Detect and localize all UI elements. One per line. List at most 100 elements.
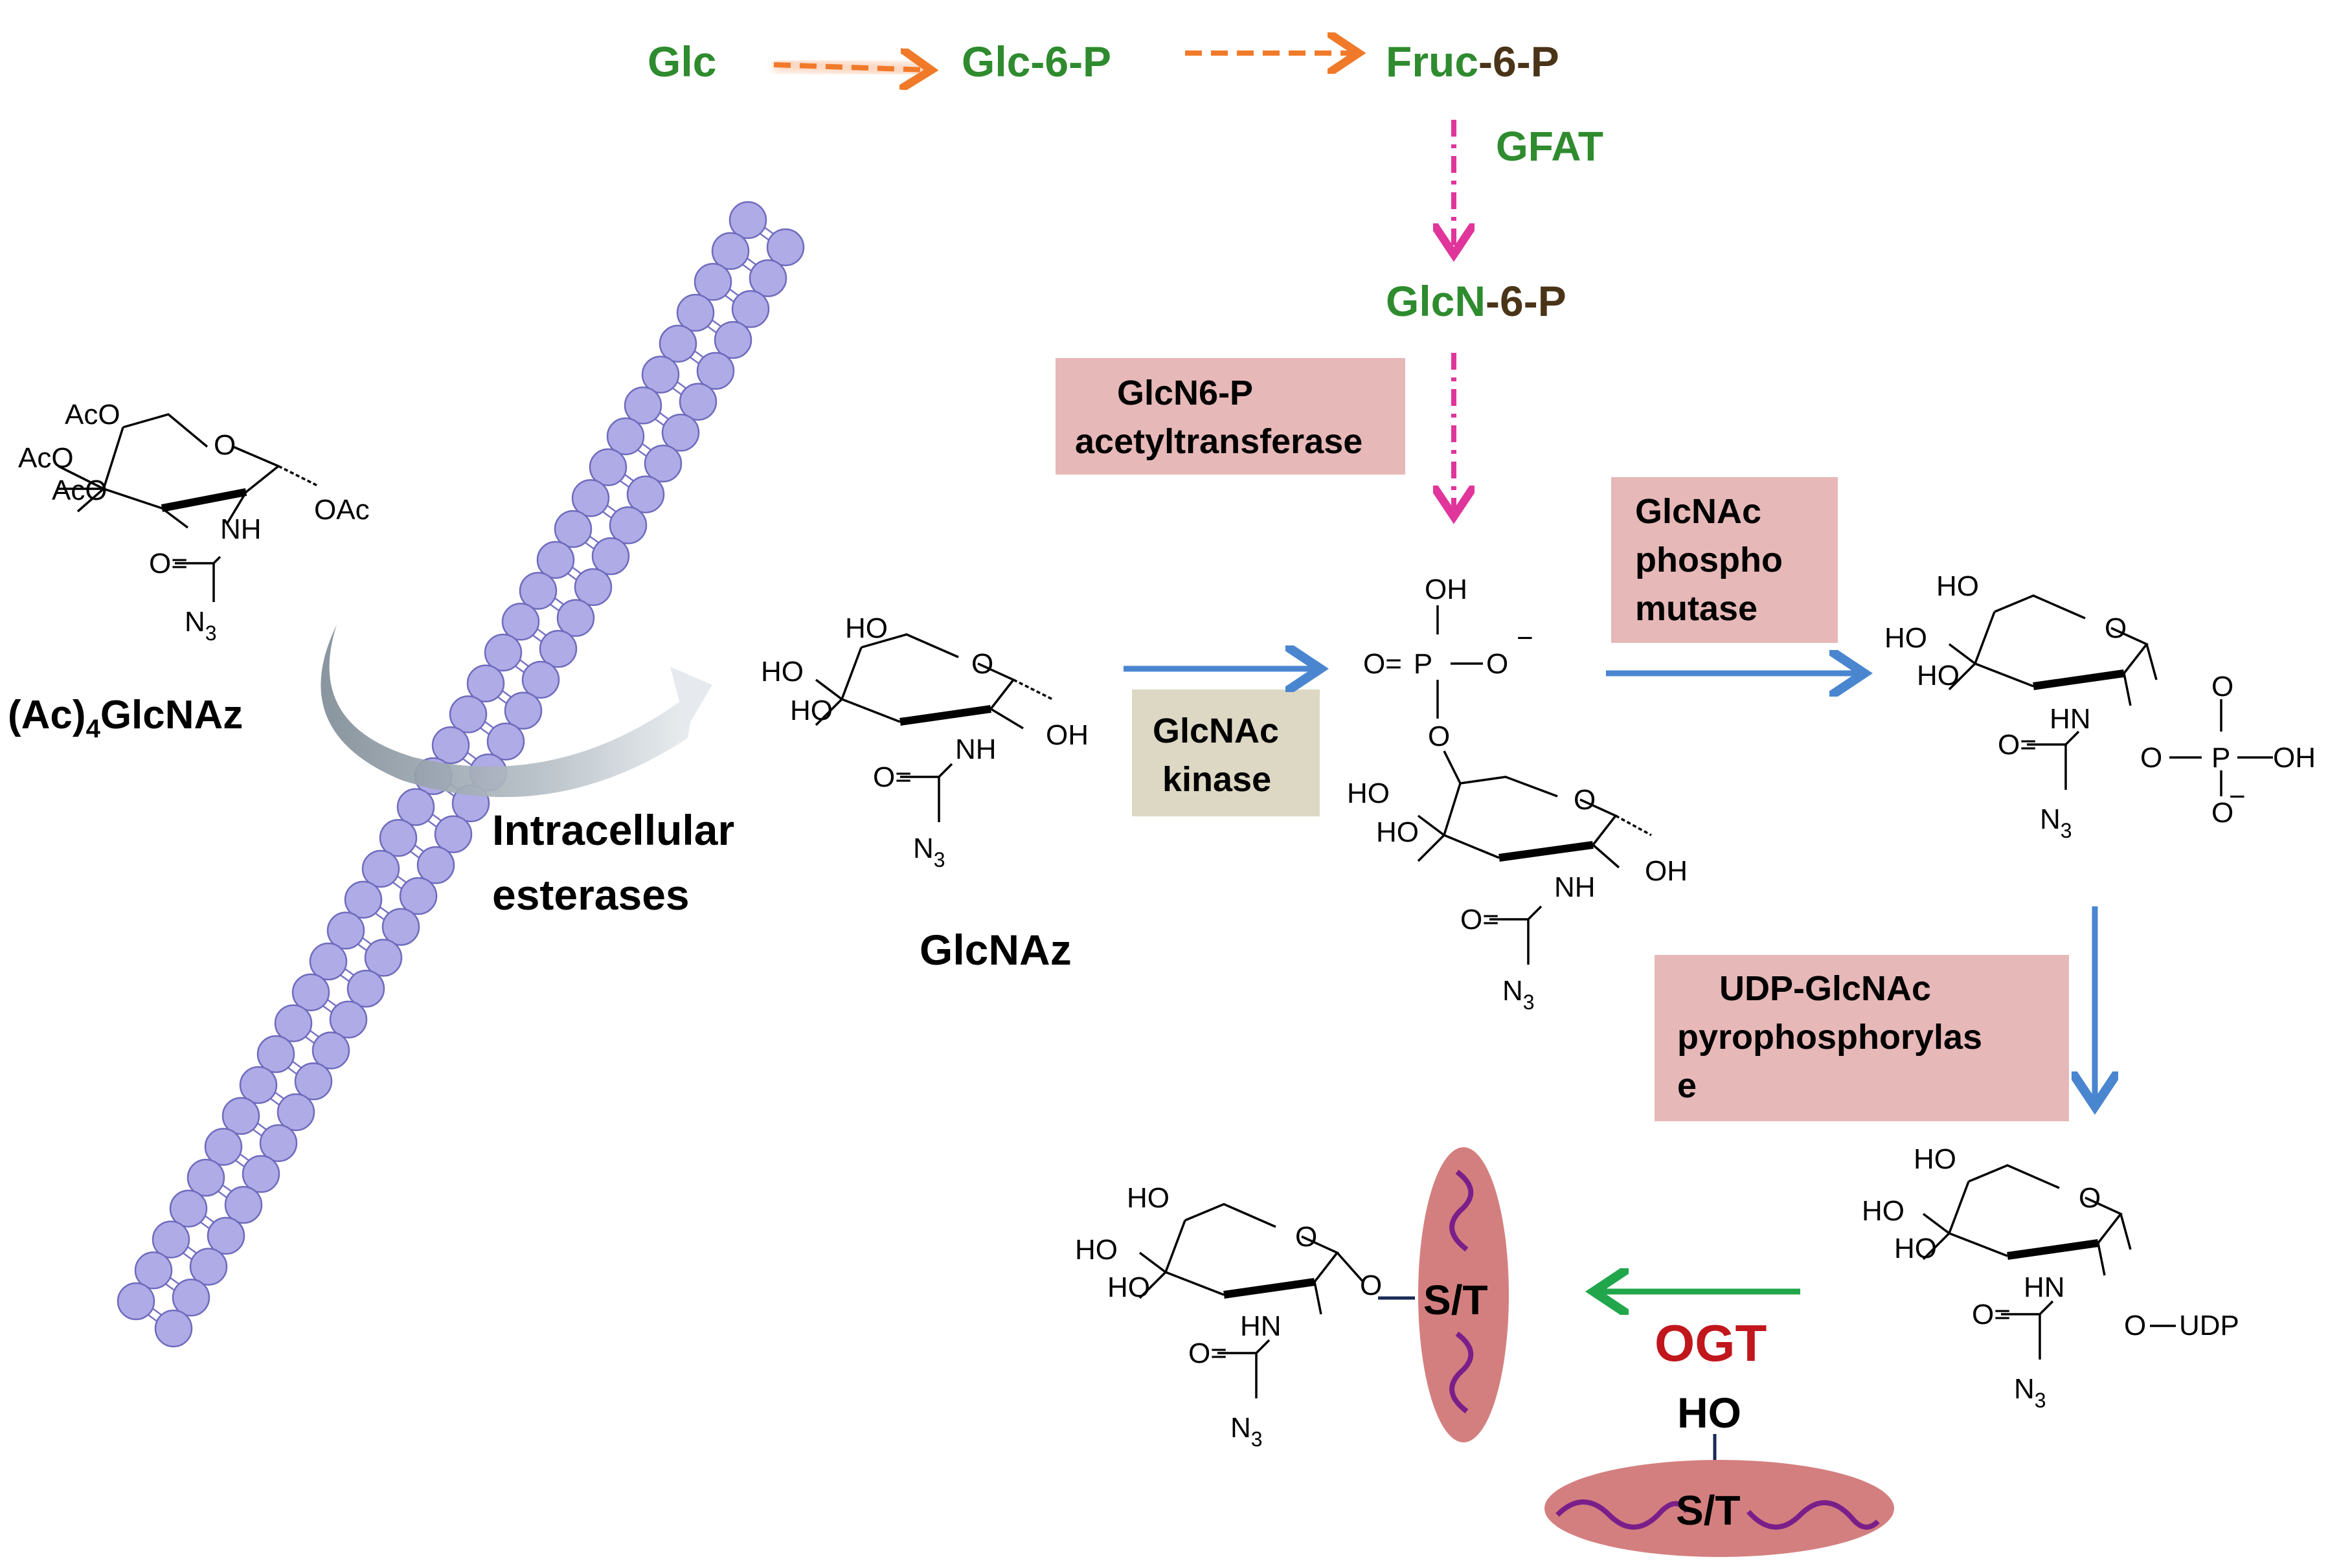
- glcnaz-6-phosphate-structure: OH O=P O − O HO HO O NH OH O= N3: [1347, 574, 1688, 1014]
- lipid-head: [204, 1128, 243, 1166]
- ho-top: HO: [1914, 1143, 1956, 1175]
- lipid-head: [399, 877, 438, 915]
- lipid-head: [364, 939, 403, 977]
- lipid-head: [554, 510, 593, 548]
- lipid-head: [274, 1004, 313, 1042]
- lipid-head: [556, 599, 595, 637]
- protein-substrate: HO S/T: [1544, 1389, 1894, 1557]
- lipid-head: [574, 568, 613, 607]
- lipid-head: [501, 603, 540, 641]
- lipid-head: [186, 1158, 225, 1197]
- p-minus: −: [1517, 622, 1533, 654]
- lipid-head: [329, 1000, 368, 1039]
- protein-modified: S/T: [1418, 1147, 1509, 1442]
- glcnaz-1-phosphate-structure: HO HO HO O HN O= O O P OH O − N3: [1884, 570, 2316, 842]
- lipid-head: [591, 537, 630, 576]
- lipid-head: [641, 355, 680, 394]
- lipid-head: [361, 849, 400, 888]
- lipid-head: [466, 664, 505, 702]
- lipid-head: [589, 448, 627, 486]
- lipid-head: [609, 506, 648, 544]
- ho-mid: HO: [1075, 1234, 1118, 1266]
- udp: UDP: [2179, 1310, 2239, 1341]
- pyro-line2: pyrophosphorylas: [1677, 1018, 1982, 1057]
- carbonyl-o: O=: [149, 548, 188, 579]
- lipid-head: [694, 263, 732, 301]
- glcn6p-label: GlcN-6-P: [1386, 277, 1566, 325]
- lipid-head: [661, 414, 700, 452]
- lipid-head: [676, 293, 715, 332]
- lipid-head: [606, 417, 645, 456]
- orange-arrow-1: [773, 65, 926, 70]
- glc-label: Glc: [648, 38, 716, 85]
- lipid-head: [679, 383, 718, 421]
- gfat-label: GFAT: [1496, 123, 1603, 170]
- lipid-head: [346, 969, 385, 1008]
- ho-low: HO: [1917, 660, 1960, 691]
- ho-2: HO: [1376, 816, 1419, 848]
- lipid-head: [134, 1251, 173, 1290]
- lipid-head: [152, 1220, 190, 1259]
- hn: HN: [1240, 1310, 1282, 1342]
- glcnaz-structure: HO HO HO O NH OH O= N3: [761, 612, 1089, 871]
- carbonyl-o: O=: [1998, 729, 2037, 761]
- ho-top: HO: [1127, 1182, 1170, 1214]
- ring-o: O: [2105, 612, 2127, 644]
- lipid-head: [239, 1066, 278, 1104]
- hexosamine-pathway: Glc Glc-6-P Fruc-6-P GFAT GlcN-6-P: [648, 38, 1603, 511]
- lipid-head: [624, 386, 662, 425]
- lipid-head: [379, 819, 418, 857]
- mutase-line2: phospho: [1635, 541, 1783, 579]
- enzyme-box-pyrophosphorylase: UDP-GlcNAc pyrophosphorylas e: [1655, 955, 2069, 1121]
- ho-low: HO: [1894, 1233, 1937, 1264]
- lipid-head: [311, 1031, 350, 1070]
- lipid-head: [294, 1062, 333, 1101]
- lipid-head: [731, 290, 770, 328]
- lipid-head: [416, 846, 455, 884]
- minus: −: [2229, 781, 2246, 812]
- oh: OH: [1645, 855, 1688, 887]
- lipid-head: [484, 633, 523, 672]
- glyc-o: O: [2140, 742, 2162, 774]
- ho-label: HO: [1677, 1389, 1741, 1437]
- ac4glcnaz-label: (Ac)4GlcNAz: [8, 693, 243, 743]
- lipid-head: [277, 1093, 315, 1132]
- lipid-head: [766, 228, 805, 267]
- glc6p-label: Glc-6-P: [962, 38, 1111, 85]
- st-bottom-label: S/T: [1676, 1487, 1741, 1534]
- esterase-arrow: [321, 625, 712, 798]
- ho-top: HO: [1936, 570, 1979, 602]
- lipid-head: [714, 320, 752, 359]
- p-oh: OH: [1425, 574, 1467, 605]
- ho-low: HO: [1107, 1271, 1150, 1303]
- udp-glcnaz-structure: HO HO HO O HN O= O UDP N3: [1862, 1143, 2239, 1412]
- aco-mid: AcO: [18, 442, 74, 474]
- mutase-line3: mutase: [1635, 589, 1757, 628]
- enzyme-box-mutase: GlcNAc phospho mutase: [1611, 477, 1838, 643]
- lipid-head: [169, 1189, 208, 1228]
- nh: NH: [220, 513, 262, 545]
- carbonyl-o: O=: [1460, 904, 1499, 935]
- azide: N3: [1230, 1412, 1263, 1451]
- enzyme-box-kinase: GlcNAc kinase: [1132, 689, 1320, 816]
- lipid-head: [536, 541, 575, 579]
- fructose-6p-label: Fruc-6-P: [1386, 38, 1559, 85]
- glcnaz-label: GlcNAz: [920, 926, 1072, 974]
- lipid-head: [381, 908, 420, 946]
- azide: N3: [2014, 1373, 2046, 1412]
- kinase-line1: GlcNAc: [1153, 711, 1279, 750]
- enzyme-box-acetyltransferase: GlcN6-P acetyltransferase: [1056, 358, 1405, 475]
- lipid-head: [259, 1124, 298, 1162]
- acetyltransferase-line2: acetyltransferase: [1075, 422, 1362, 461]
- mutase-line1: GlcNAc: [1635, 492, 1761, 531]
- lipid-bilayer: [117, 201, 805, 1348]
- lipid-head: [309, 942, 348, 981]
- lipid-head: [172, 1279, 210, 1317]
- lipid-head: [626, 475, 665, 513]
- ho-mid: HO: [761, 656, 804, 688]
- o-glcnaz-protein-structure: HO HO HO O HN O= O N3: [1075, 1182, 1382, 1451]
- oh: OH: [1046, 719, 1089, 751]
- p-o: O: [1486, 648, 1508, 680]
- ester-o: O: [1428, 721, 1450, 752]
- lipid-head: [431, 726, 470, 765]
